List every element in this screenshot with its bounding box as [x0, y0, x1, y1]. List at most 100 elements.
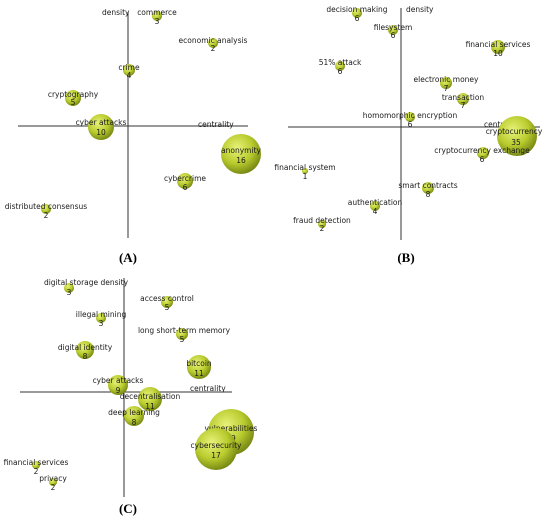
panel-c-node-digital-identity[interactable]: digital identity 8 — [58, 341, 113, 361]
panel-a-node-cybercrime[interactable]: cybercrime 6 — [164, 173, 206, 192]
panel-b-node-cryptocurrency-exchange[interactable]: cryptocurrency exchange 6 — [434, 146, 530, 164]
node-bubble — [177, 173, 193, 189]
panel-c-node-illegal-mining[interactable]: illegal mining 3 — [76, 310, 127, 328]
panel-c-node-digital-storage-density[interactable]: digital storage density 3 — [44, 278, 129, 297]
node-label: smart contracts — [398, 181, 457, 190]
node-label: digital storage density — [44, 278, 129, 287]
node-bubble — [64, 283, 74, 293]
panel-b-node-51-attack[interactable]: 51% attack 6 — [319, 58, 362, 76]
panel-a-node-economic-analysis[interactable]: economic analysis 2 — [179, 36, 248, 53]
node-label: cryptocurrency — [486, 127, 543, 136]
node-label: economic analysis — [179, 36, 248, 45]
node-bubble — [388, 25, 398, 35]
panel-b-node-financial-system[interactable]: financial system 1 — [274, 163, 335, 181]
panel-b-node-homomorphic-encryption[interactable]: homomorphic encryption 6 — [363, 111, 458, 129]
node-count: 6 — [338, 67, 343, 76]
node-bubble — [88, 114, 114, 140]
panel-c-node-cybersecurity[interactable]: cybersecurity 17 — [191, 428, 243, 470]
node-label: cybersecurity — [191, 441, 243, 450]
node-label: authentication — [348, 198, 403, 207]
node-count: 6 — [183, 183, 188, 192]
node-count: 4 — [373, 207, 378, 216]
panel-c-node-deep-learning[interactable]: deep learning 8 — [108, 406, 160, 427]
panel-b-node-authentication[interactable]: authentication 4 — [348, 198, 403, 216]
panel-b-label: (B) — [397, 250, 414, 265]
panel-b-node-decision-making[interactable]: decision making 6 — [326, 5, 387, 23]
node-count: 2 — [51, 483, 56, 492]
node-bubble — [152, 11, 162, 21]
panel-a-node-crime[interactable]: crime 4 — [118, 63, 140, 80]
node-bubble — [187, 355, 211, 379]
node-label: cryptocurrency exchange — [434, 146, 530, 155]
node-count: 4 — [127, 71, 132, 80]
node-bubble — [318, 220, 326, 228]
node-label: anonymity — [221, 146, 261, 155]
node-label: financial services — [466, 40, 531, 49]
panel-b-node-financial-services[interactable]: financial services 10 — [466, 40, 531, 58]
panel-c-x-axis-label: centrality — [190, 384, 226, 393]
panel-b-node-electronic-money[interactable]: electronic money 7 — [414, 75, 479, 93]
panel-a-node-anonymity[interactable]: anonymity 16 — [221, 134, 262, 174]
panel-c-node-access-control[interactable]: access control 5 — [140, 294, 194, 312]
panel-a-axes — [18, 12, 248, 238]
node-label: 51% attack — [319, 58, 362, 67]
node-label: electronic money — [414, 75, 479, 84]
panel-a-node-cyber-attacks[interactable]: cyber attacks 10 — [76, 114, 127, 140]
node-count: 10 — [493, 49, 503, 58]
panel-a-x-axis-label: centrality — [198, 120, 234, 129]
panel-b-node-filesystem[interactable]: filesystem 6 — [374, 23, 413, 40]
panel-b: density centrality decision making 6 fil… — [274, 5, 542, 265]
node-count: 5 — [165, 303, 170, 312]
node-count: 3 — [99, 319, 104, 328]
node-count: 2 — [211, 44, 216, 53]
node-count: 7 — [444, 84, 449, 93]
panel-c-node-long-short-term-memory[interactable]: long short-term memory 5 — [138, 326, 231, 344]
node-bubble — [457, 93, 469, 105]
node-label: vulnerabilities — [205, 424, 258, 433]
node-bubble — [161, 296, 173, 308]
panel-a-label: (A) — [119, 250, 137, 265]
node-label: access control — [140, 294, 194, 303]
panel-b-node-transaction[interactable]: transaction 7 — [442, 93, 485, 110]
panel-a-node-commerce[interactable]: commerce 3 — [137, 8, 177, 26]
node-count: 2 — [320, 224, 325, 233]
node-count: 6 — [408, 120, 413, 129]
panel-c-node-privacy[interactable]: privacy 2 — [39, 474, 67, 492]
node-bubble — [440, 77, 452, 89]
node-bubble — [32, 461, 40, 469]
node-count: 6 — [355, 14, 360, 23]
panel-c-node-decentralisation[interactable]: decentralisation 11 — [120, 387, 181, 411]
node-label: bitcoin — [186, 359, 212, 368]
node-bubble — [221, 134, 261, 174]
node-count: 17 — [211, 451, 221, 460]
node-bubble — [96, 313, 106, 323]
node-count: 35 — [511, 138, 521, 147]
panel-c-node-bitcoin[interactable]: bitcoin 11 — [186, 355, 212, 379]
panel-a-y-axis-label: density — [102, 8, 130, 17]
node-bubble — [176, 328, 188, 340]
node-count: 3 — [67, 288, 72, 297]
panel-b-node-smart-contracts[interactable]: smart contracts 8 — [398, 181, 457, 199]
node-label: distributed consensus — [5, 202, 87, 211]
panel-c-label: (C) — [119, 501, 137, 516]
node-label: decision making — [326, 5, 387, 14]
node-bubble — [41, 204, 51, 214]
node-label: financial services — [4, 458, 69, 467]
node-bubble — [138, 387, 162, 411]
node-bubble — [405, 112, 415, 122]
panel-b-y-axis-label: density — [406, 5, 434, 14]
node-count: 6 — [391, 31, 396, 40]
panel-b-node-cryptocurrency[interactable]: cryptocurrency 35 — [486, 116, 543, 156]
panel-c-node-cyber-attacks[interactable]: cyber attacks 9 — [93, 375, 144, 395]
panel-b-node-fraud-detection[interactable]: fraud detection 2 — [293, 216, 351, 233]
node-bubble — [208, 38, 218, 48]
node-label: filesystem — [374, 23, 413, 32]
panel-c-node-financial-services[interactable]: financial services 2 — [4, 458, 69, 476]
node-label: cyber attacks — [93, 376, 144, 385]
node-label: cryptography — [48, 90, 99, 99]
panel-a-node-distributed-consensus[interactable]: distributed consensus 2 — [5, 202, 87, 220]
node-label: commerce — [137, 8, 177, 17]
node-label: privacy — [39, 474, 67, 483]
node-count: 11 — [194, 369, 204, 378]
panel-a-node-cryptography[interactable]: cryptography 5 — [48, 90, 99, 107]
